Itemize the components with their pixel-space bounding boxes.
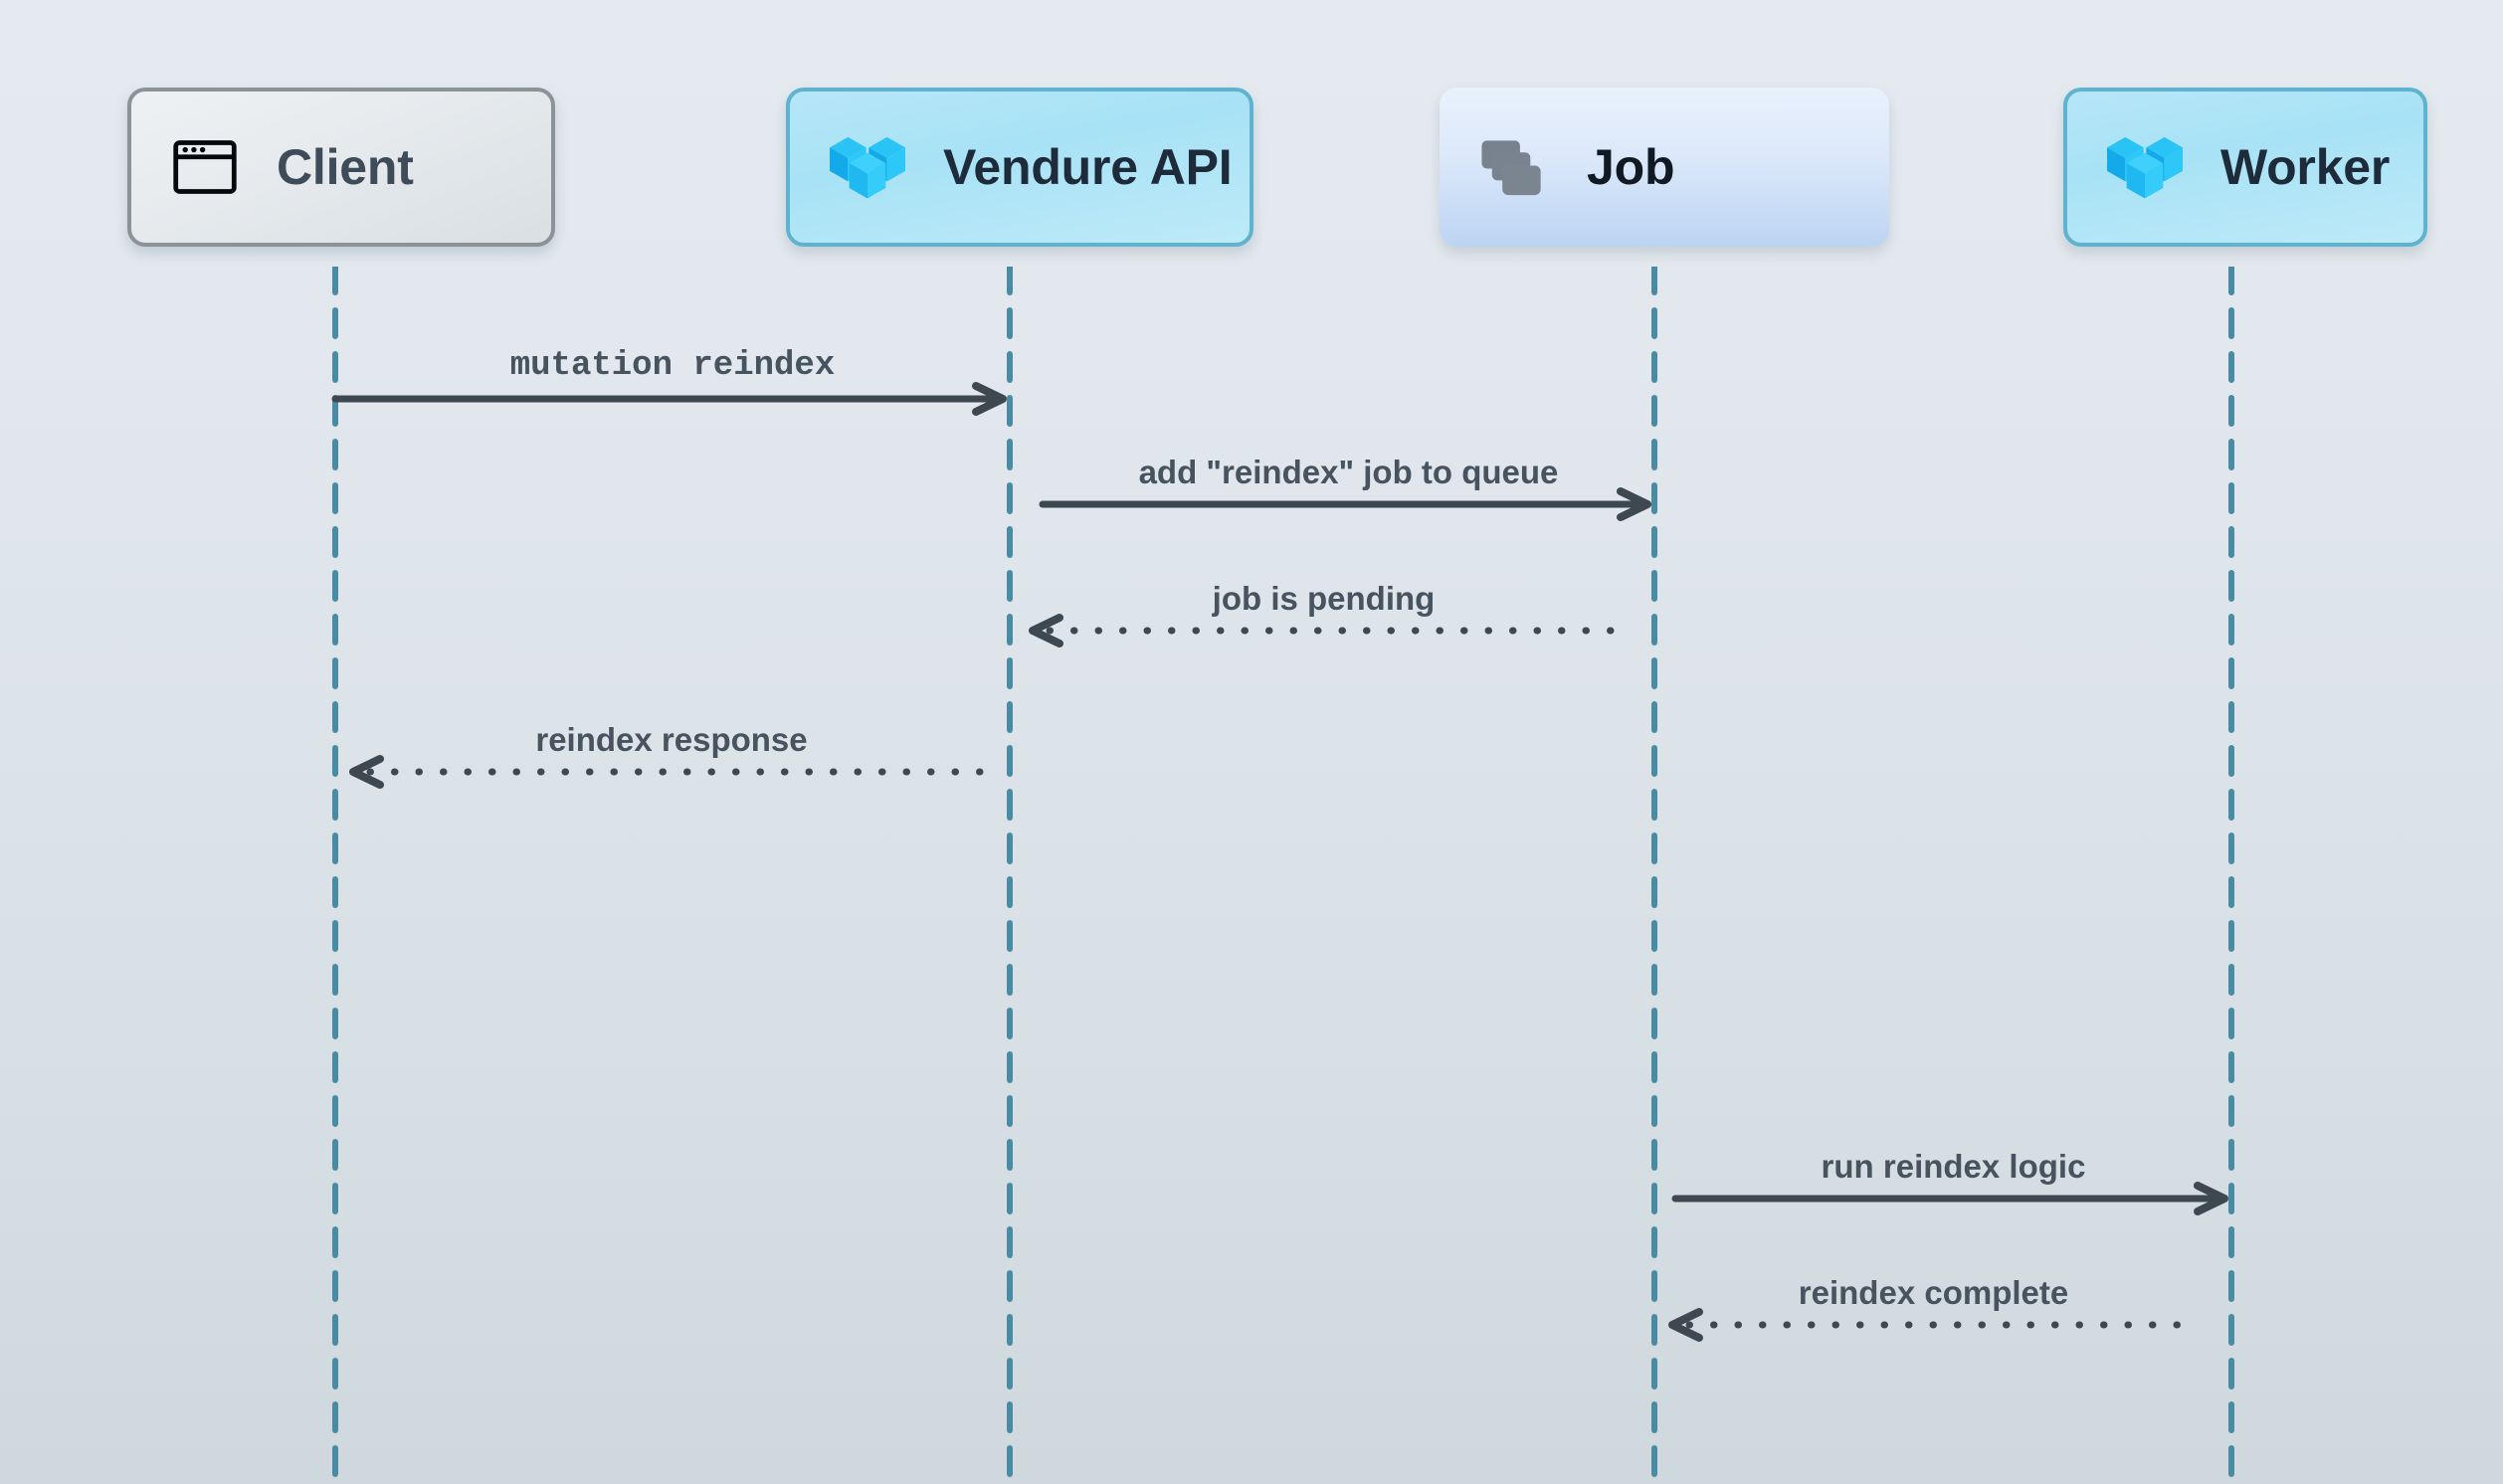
- vendure-cubes-logo: [2107, 136, 2183, 199]
- participant-box-worker[interactable]: Worker: [2063, 88, 2427, 247]
- message-label: reindex response: [535, 721, 808, 758]
- message-job-is-pending: job is pending: [1028, 582, 1624, 648]
- message-run-reindex-logic: run reindex logic: [1671, 1150, 2231, 1215]
- message-arrow-dotted-left: [1029, 614, 1624, 648]
- message-mutation-reindex: mutation reindex: [331, 349, 1010, 416]
- message-label: mutation reindex: [509, 347, 836, 385]
- message-label: reindex complete: [1798, 1274, 2069, 1311]
- browser-window-icon: [173, 140, 237, 194]
- lifeline-job: [1651, 267, 1657, 1484]
- message-label: run reindex logic: [1821, 1148, 2086, 1185]
- message-arrow-dotted-left: [1668, 1308, 2204, 1342]
- message-arrow-solid-right: [331, 382, 1007, 416]
- message-arrow-solid-right: [1039, 487, 1651, 521]
- participant-label-vendure-api: Vendure API: [943, 139, 1233, 195]
- lifeline-worker: [2228, 267, 2234, 1484]
- message-label: job is pending: [1212, 580, 1436, 617]
- message-add-reindex-job-to-queue: add "reindex" job to queue: [1039, 456, 1654, 521]
- message-arrow-dotted-left: [349, 755, 999, 789]
- lifeline-vendure-api: [1007, 267, 1013, 1484]
- participant-box-client[interactable]: Client: [127, 88, 555, 247]
- participant-label-job: Job: [1587, 139, 1675, 195]
- participant-label-client: Client: [277, 139, 414, 195]
- message-label: add "reindex" job to queue: [1138, 454, 1559, 490]
- message-reindex-response: reindex response: [348, 723, 999, 789]
- message-reindex-complete: reindex complete: [1667, 1276, 2204, 1342]
- participant-box-vendure-api[interactable]: Vendure API: [786, 88, 1253, 247]
- participant-label-worker: Worker: [2220, 139, 2391, 195]
- participant-box-job[interactable]: Job: [1440, 88, 1889, 247]
- lifeline-client: [332, 267, 338, 1484]
- message-arrow-solid-right: [1671, 1182, 2228, 1215]
- stacked-cards-icon: [1481, 140, 1541, 196]
- vendure-cubes-logo: [830, 136, 905, 199]
